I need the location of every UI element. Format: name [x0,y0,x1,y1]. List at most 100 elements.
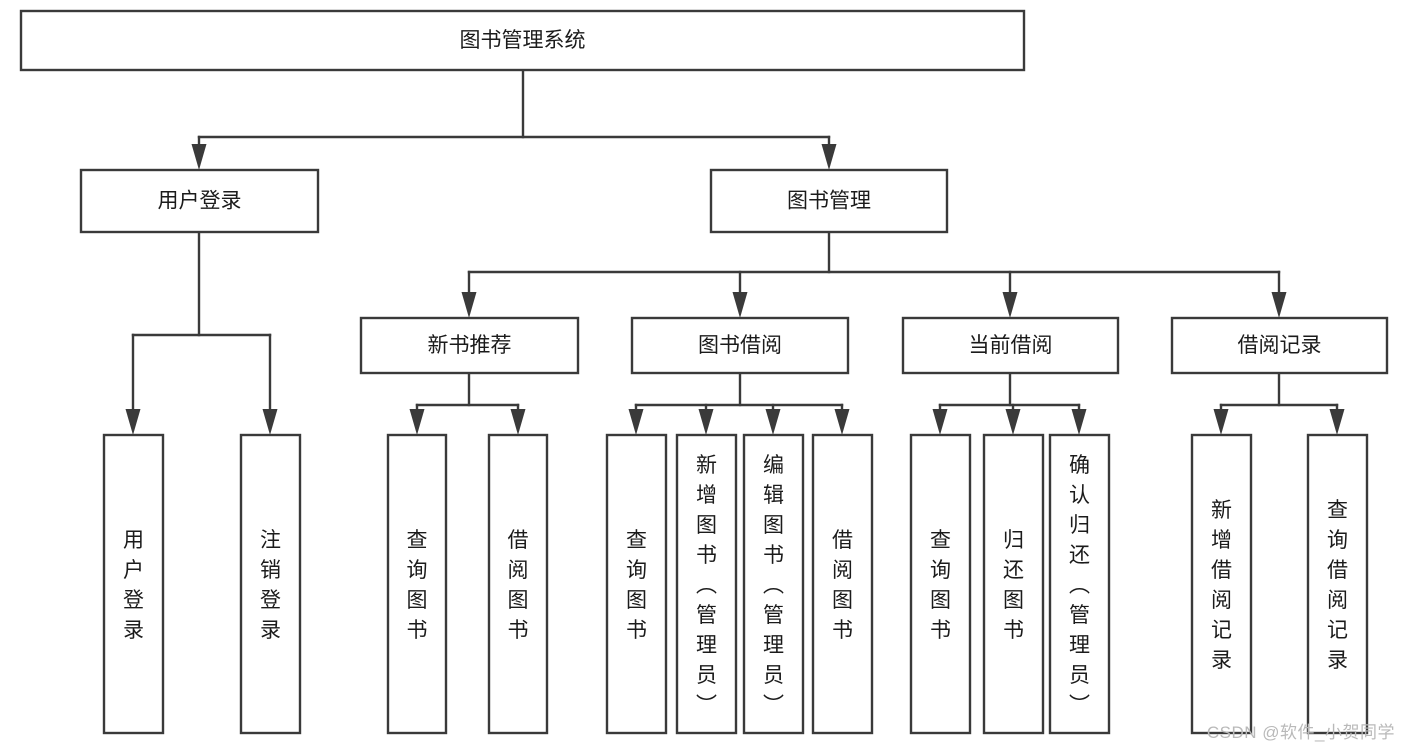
node-current-borrow[interactable]: 当前借阅 [901,316,1120,375]
node-label-char: 录 [1327,649,1348,672]
node-root-root[interactable]: 图书管理系统 [19,9,1026,72]
node-label-char: 借 [1327,559,1348,582]
node-label: 当前借阅 [969,334,1053,357]
node-box[interactable] [982,433,1045,735]
node-box[interactable] [1170,316,1389,375]
node-label-char: 阅 [1211,589,1232,612]
node-box[interactable] [742,433,805,735]
node-label-char: 查 [407,529,428,552]
node-label-char: 阅 [1327,589,1348,612]
node-label-char: 书 [626,619,647,642]
node-book-borrow[interactable]: 图书借阅 [630,316,850,375]
node-label: 图书管理系统 [460,29,586,52]
node-book-management[interactable]: 图书管理 [709,168,949,234]
node-box[interactable] [19,9,1026,72]
node-label-char: 新 [1211,499,1232,522]
node-label-char: 管 [1069,604,1090,627]
node-label-char: 查 [930,529,951,552]
node-label-char: 员 [1069,664,1090,687]
node-label-char: 借 [1211,559,1232,582]
node-label-char: 登 [260,589,281,612]
node-box[interactable] [901,316,1120,375]
node-label-char: 还 [1003,559,1024,582]
node-leaf-user-login[interactable]: 用户登录 [102,433,165,735]
arrowhead-icon [461,292,477,318]
node-label-char: ︵ [1069,574,1090,597]
node-label-char: ︵ [763,574,784,597]
node-label-char: 录 [123,619,144,642]
node-label-char: 增 [696,484,717,507]
node-box[interactable] [811,433,874,735]
node-label-char: 新 [696,454,717,477]
node-label-char: 书 [832,619,853,642]
node-label-char: ︶ [1069,694,1090,717]
node-label-char: 查 [1327,499,1348,522]
node-label-char: 书 [696,544,717,567]
node-box[interactable] [1190,433,1253,735]
node-label-char: 理 [1069,634,1090,657]
arrowhead-icon [1329,409,1345,435]
node-label-char: 登 [123,589,144,612]
node-box[interactable] [239,433,302,735]
arrowhead-icon [191,144,207,170]
arrowhead-icon [510,409,526,435]
node-label-char: 注 [260,529,281,552]
node-box[interactable] [102,433,165,735]
node-label-char: 记 [1211,619,1232,642]
arrowhead-icon [1213,409,1229,435]
node-box[interactable] [1306,433,1369,735]
node-label-char: 录 [260,619,281,642]
node-box[interactable] [675,433,738,735]
node-user-login[interactable]: 用户登录 [79,168,320,234]
arrowhead-icon [125,409,141,435]
node-label-char: 图 [407,589,428,612]
arrowhead-icon [834,409,850,435]
node-label-char: 询 [407,559,428,582]
arrowhead-icon [821,144,837,170]
arrowhead-icon [732,292,748,318]
node-box[interactable] [630,316,850,375]
node-label-char: 辑 [763,484,784,507]
node-label-char: 书 [930,619,951,642]
node-label-char: ︶ [696,694,717,717]
node-label-char: 图 [930,589,951,612]
node-box[interactable] [359,316,580,375]
node-box[interactable] [709,168,949,234]
node-label-char: 归 [1069,514,1090,537]
node-label-char: 书 [763,544,784,567]
node-box[interactable] [79,168,320,234]
node-box[interactable] [487,433,549,735]
node-box[interactable] [386,433,448,735]
node-label-char: 录 [1211,649,1232,672]
node-label-char: 认 [1069,484,1090,507]
node-label-char: 管 [763,604,784,627]
node-label-char: 借 [508,529,529,552]
node-box[interactable] [1048,433,1111,735]
node-label: 借阅记录 [1238,334,1322,357]
node-label-char: 归 [1003,529,1024,552]
arrowhead-icon [932,409,948,435]
node-label-char: 书 [508,619,529,642]
arrowhead-icon [765,409,781,435]
node-box[interactable] [909,433,972,735]
node-box[interactable] [605,433,668,735]
node-label-char: 查 [626,529,647,552]
node-borrow-record[interactable]: 借阅记录 [1170,316,1389,375]
node-new-book-recommend[interactable]: 新书推荐 [359,316,580,375]
node-label-char: 图 [832,589,853,612]
arrowhead-icon [1271,292,1287,318]
